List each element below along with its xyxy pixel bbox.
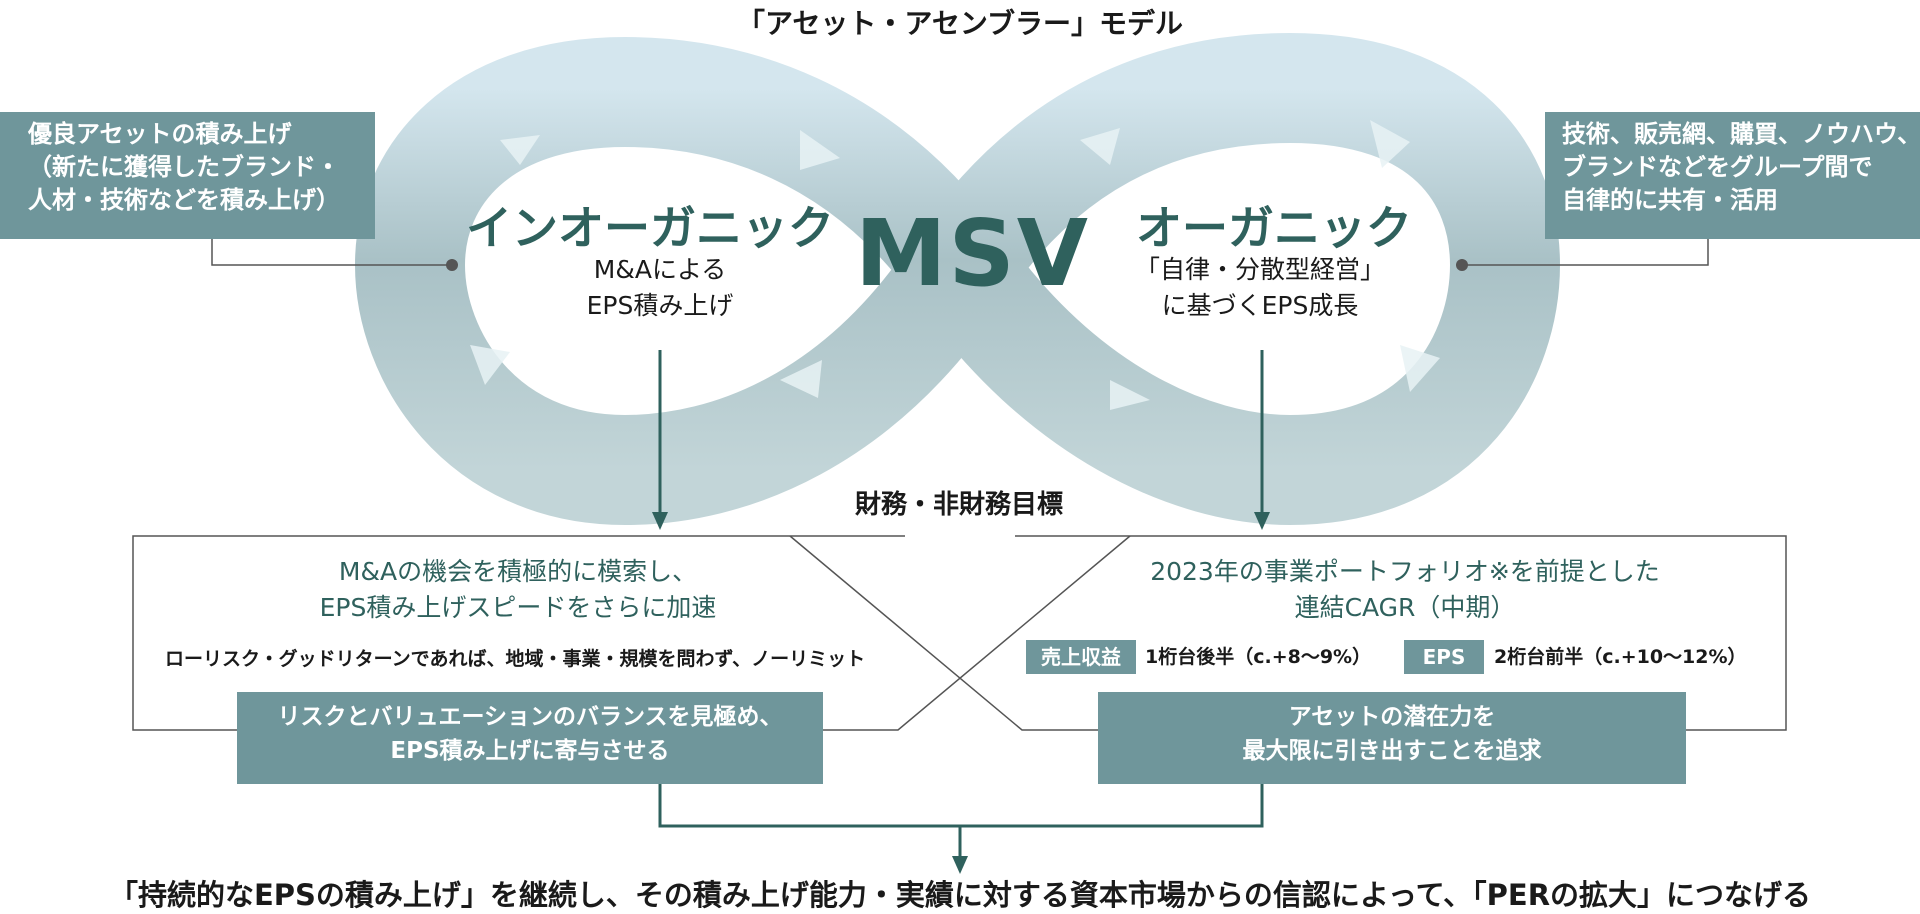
left-box-title-line: M&Aの機会を積極的に模索し、 bbox=[338, 557, 698, 586]
bottom-arrowhead bbox=[952, 856, 968, 874]
ribbon-chevron bbox=[1370, 120, 1410, 168]
organic-sub-line: に基づくEPS成長 bbox=[1161, 291, 1359, 320]
ribbon-chevron bbox=[1080, 128, 1120, 165]
inorganic-sub-line: EPS積み上げ bbox=[586, 291, 734, 320]
left-callout-connector bbox=[211, 238, 452, 266]
right-callout-dot bbox=[1456, 259, 1468, 271]
right-box-bar-line: アセットの潜在力を bbox=[1288, 704, 1496, 730]
ribbon-chevron bbox=[1400, 345, 1440, 392]
conclusion-text: 「持続的なEPSの積み上げ」を継続し、その積み上げ能力・実績に対する資本市場から… bbox=[108, 878, 1812, 912]
revenue-tag: 売上収益 bbox=[1026, 640, 1136, 674]
right-box-bar-line: 最大限に引き出すことを追求 bbox=[1242, 738, 1542, 764]
left-down-arrowhead bbox=[652, 512, 668, 530]
left-box-note: ローリスク・グッドリターンであれば、地域・事業・規模を問わず、ノーリミット bbox=[165, 648, 866, 670]
organic-sub: 「自律・分散型経営」 に基づくEPS成長 bbox=[1120, 252, 1400, 324]
targets-title: 財務・非財務目標 bbox=[855, 490, 1064, 520]
left-target-box bbox=[132, 535, 1131, 731]
eps-tag: EPS bbox=[1404, 640, 1484, 674]
inorganic-label: インオーガニック bbox=[466, 201, 834, 255]
ribbon-chevron bbox=[1110, 380, 1150, 410]
ribbon-chevron bbox=[780, 360, 822, 398]
left-callout-line: 優良アセットの積み上げ bbox=[28, 120, 292, 148]
organic-label: オーガニック bbox=[1136, 201, 1412, 255]
right-box-title-line: 連結CAGR（中期） bbox=[1294, 593, 1516, 622]
right-callout-line: 技術、販売網、購買、ノウハウ、 bbox=[1562, 120, 1920, 148]
left-callout-dot bbox=[446, 259, 458, 271]
right-box-title-line: 2023年の事業ポートフォリオ※を前提とした bbox=[1150, 557, 1660, 586]
left-box-title: M&Aの機会を積極的に模索し、 EPS積み上げスピードをさらに加速 bbox=[133, 554, 903, 626]
left-callout-line: （新たに獲得したブランド・ bbox=[28, 153, 340, 181]
right-callout-line: ブランドなどをグループ間で bbox=[1562, 153, 1873, 181]
diagram-title: 「アセット・アセンブラー」モデル bbox=[736, 7, 1184, 40]
msv-center-label: MSV bbox=[855, 200, 1091, 307]
right-callout: 技術、販売網、購買、ノウハウ、 ブランドなどをグループ間で 自律的に共有・活用 bbox=[1545, 112, 1920, 239]
ribbon-chevron bbox=[800, 130, 840, 170]
right-callout-connector bbox=[1462, 238, 1709, 266]
right-callout-line: 自律的に共有・活用 bbox=[1562, 186, 1778, 214]
ribbon-chevron bbox=[470, 345, 510, 385]
left-callout: 優良アセットの積み上げ （新たに獲得したブランド・ 人材・技術などを積み上げ） bbox=[0, 112, 375, 239]
left-box-bar-line: EPS積み上げに寄与させる bbox=[390, 738, 670, 764]
ribbon-chevron bbox=[500, 135, 540, 165]
left-callout-line: 人材・技術などを積み上げ） bbox=[28, 186, 340, 214]
right-box-bar: アセットの潜在力を 最大限に引き出すことを追求 bbox=[1098, 692, 1686, 784]
left-box-title-line: EPS積み上げスピードをさらに加速 bbox=[319, 593, 717, 622]
infinity-ribbon bbox=[355, 33, 1560, 525]
organic-sub-line: 「自律・分散型経営」 bbox=[1134, 255, 1385, 284]
right-down-arrowhead bbox=[1254, 512, 1270, 530]
inorganic-sub: M&Aによる EPS積み上げ bbox=[540, 252, 780, 324]
left-box-bar-line: リスクとバリュエーションのバランスを見極め、 bbox=[277, 704, 783, 730]
bottom-connector bbox=[658, 782, 1264, 828]
inorganic-sub-line: M&Aによる bbox=[593, 255, 727, 284]
right-box-title: 2023年の事業ポートフォリオ※を前提とした 連結CAGR（中期） bbox=[1020, 554, 1790, 626]
right-target-box bbox=[789, 535, 1787, 731]
revenue-value: 1桁台後半（c.+8〜9%） bbox=[1145, 646, 1372, 668]
left-box-bar: リスクとバリュエーションのバランスを見極め、 EPS積み上げに寄与させる bbox=[237, 692, 823, 784]
eps-value: 2桁台前半（c.+10〜12%） bbox=[1494, 646, 1747, 668]
